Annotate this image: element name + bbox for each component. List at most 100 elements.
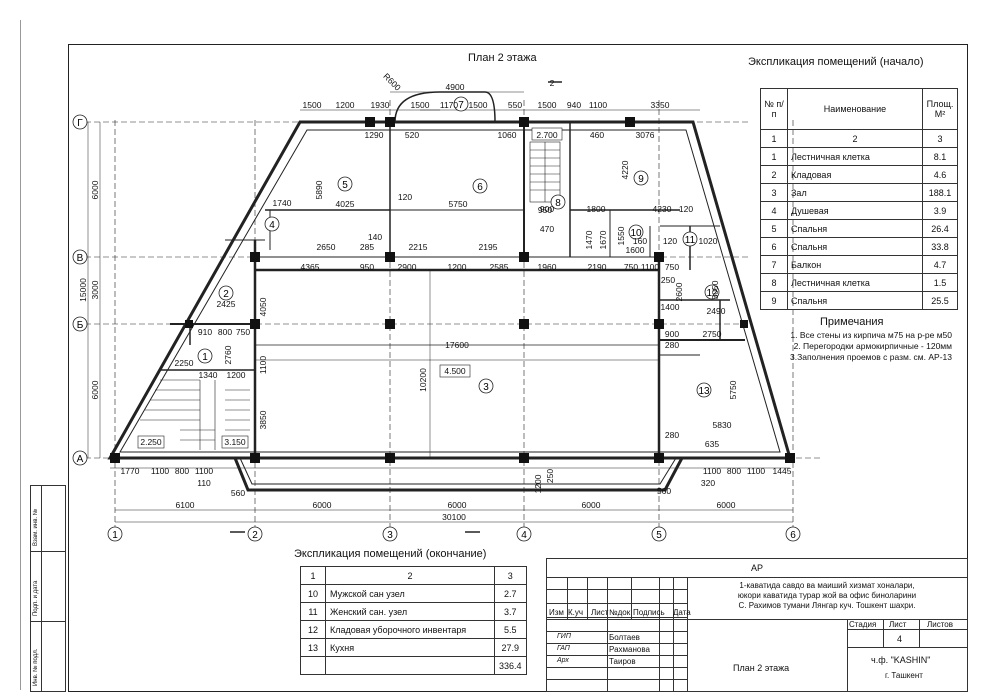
cell: 5 xyxy=(760,219,788,238)
col-number: 2 xyxy=(787,129,923,148)
cell: 188.1 xyxy=(922,183,958,202)
cell: 2.7 xyxy=(494,584,527,603)
dim-text: 6000 xyxy=(313,500,332,510)
dim-text: 950 xyxy=(538,205,552,215)
dim-text: 5830 xyxy=(713,420,732,430)
dim-text: 4220 xyxy=(620,160,630,179)
stamp-project: 1-каватида савдо ва маиший хизмат хонала… xyxy=(689,581,965,611)
dim-text: 6000 xyxy=(582,500,601,510)
col-number: 2 xyxy=(325,566,495,585)
stage-label: Стадия xyxy=(849,620,877,629)
room-number: 1 xyxy=(202,352,208,363)
dim-text: 5890 xyxy=(314,180,324,199)
dim-text: 140 xyxy=(368,232,382,242)
dim-text: 1100 xyxy=(195,466,214,476)
room-number: 11 xyxy=(685,235,696,246)
cell: 3.9 xyxy=(922,201,958,220)
dim-text: 6100 xyxy=(176,500,195,510)
dim-text: 1200 xyxy=(448,262,467,272)
dim-text: 120 xyxy=(663,236,677,246)
cell: 8 xyxy=(760,273,788,292)
dim-text: 2760 xyxy=(223,345,233,364)
dim-text: 470 xyxy=(540,224,554,234)
cell: Кухня xyxy=(325,638,495,657)
stamp-col: Подпись xyxy=(633,608,665,617)
dim-text: 1340 xyxy=(199,370,218,380)
cell: 1 xyxy=(760,147,788,166)
cell: 4.6 xyxy=(922,165,958,184)
dim-text: 2.250 xyxy=(140,437,162,447)
dim-text: 560 xyxy=(657,486,671,496)
stamp-col: Лист xyxy=(591,608,609,617)
dim-text: 1020 xyxy=(699,236,718,246)
dim-text: 3.150 xyxy=(224,437,246,447)
dim-text: 940 xyxy=(567,100,581,110)
drawing-frame xyxy=(68,44,968,692)
dim-text: 3850 xyxy=(258,410,268,429)
sheets-label: Листов xyxy=(927,620,953,629)
dim-text: 250 xyxy=(661,275,675,285)
sheet-edge-line xyxy=(20,20,21,690)
dim-text: 750 xyxy=(236,327,250,337)
room-number: 13 xyxy=(698,386,710,397)
stamp-role: Арх xyxy=(557,657,569,664)
dim-text: 1500 xyxy=(538,100,557,110)
dim-text: 160 xyxy=(633,236,647,246)
dim-text: 2490 xyxy=(707,306,726,316)
dim-text: 3350 xyxy=(651,100,670,110)
axis-label: 2 xyxy=(252,530,258,541)
dim-text: 900 xyxy=(540,204,554,214)
cell: 3.7 xyxy=(494,602,527,621)
sheet-label: Лист xyxy=(889,620,907,629)
cell: 6 xyxy=(760,237,788,256)
notes-title: Примечания xyxy=(820,316,884,328)
dim-text: 4900 xyxy=(446,82,465,92)
cell: 27.9 xyxy=(494,638,527,657)
cell: 3 xyxy=(760,183,788,202)
cell: Кладовая xyxy=(787,165,923,184)
cell: 12 xyxy=(300,620,326,639)
room-number: 10 xyxy=(630,228,642,239)
dim-text: 4230 xyxy=(653,204,672,214)
dim-text: 2250 xyxy=(175,358,194,368)
dim-text: 1550 xyxy=(616,226,626,245)
cell: Женский сан. узел xyxy=(325,602,495,621)
dim-text: 1100 xyxy=(641,262,660,272)
dim-text: 800 xyxy=(727,466,741,476)
dim-text: 1800 xyxy=(587,204,606,214)
stamp-col: №док xyxy=(609,608,631,617)
dim-text: 1930 xyxy=(371,100,390,110)
dim-text: 1500 xyxy=(469,100,488,110)
cell: 25.5 xyxy=(922,291,958,310)
dim-text: 800 xyxy=(175,466,189,476)
dim-text: 2190 xyxy=(588,262,607,272)
dim-text: 250 xyxy=(545,469,555,483)
total-cell: 336.4 xyxy=(494,656,527,675)
note-item: 3.Заполнения проемов с разм. см. АР-13 xyxy=(790,352,952,362)
stamp-role: ГАП xyxy=(557,645,570,652)
dim-text: 30100 xyxy=(442,512,466,522)
dim-text: 4.500 xyxy=(444,366,466,376)
dim-text: 6000 xyxy=(90,380,100,399)
dim-text: 2.700 xyxy=(536,130,558,140)
dim-text: 560 xyxy=(231,488,245,498)
cell: 5.5 xyxy=(494,620,527,639)
dim-text: 1445 xyxy=(773,466,792,476)
dim-text: 6000 xyxy=(448,500,467,510)
cell: Зал xyxy=(787,183,923,202)
cell: Душевая xyxy=(787,201,923,220)
dim-text: 1200 xyxy=(336,100,355,110)
dim-text: 635 xyxy=(705,439,719,449)
stamp-role: ГИП xyxy=(557,633,571,640)
notes-list: 1. Все стены из кирпича м75 на р-ре м50 … xyxy=(766,330,952,363)
cell: 1.5 xyxy=(922,273,958,292)
dim-text: 900 xyxy=(665,329,679,339)
room-number: 6 xyxy=(477,182,483,193)
stamp-col: К.уч xyxy=(568,608,584,617)
dim-text: 520 xyxy=(405,130,419,140)
